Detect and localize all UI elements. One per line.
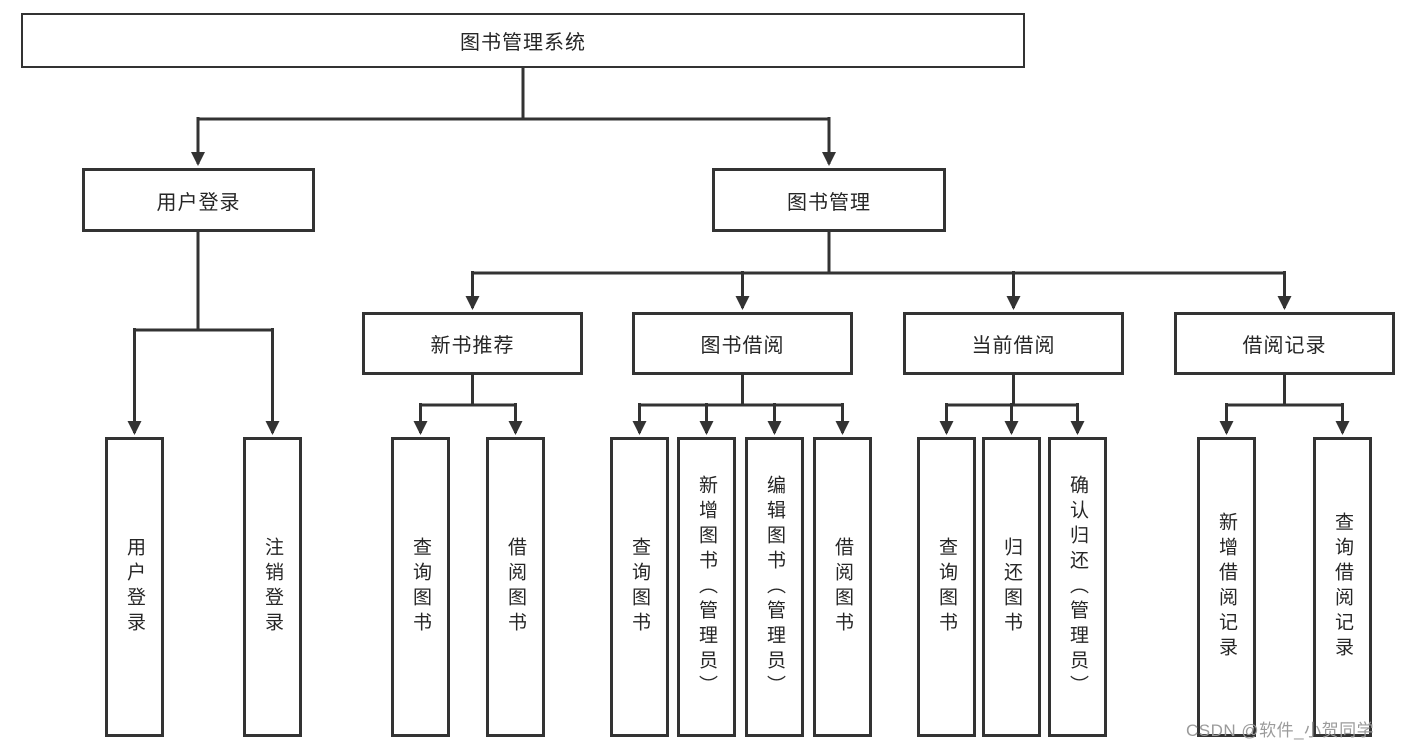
node-label: 查询借阅记录 [1332, 512, 1353, 662]
node-label: 图书管理系统 [460, 32, 586, 54]
node-current-borrow: 当前借阅 [903, 312, 1124, 375]
leaf-borrow-books-recommend: 借阅图书 [486, 437, 545, 737]
node-label: 查询图书 [629, 537, 650, 637]
leaf-query-books-recommend: 查询图书 [391, 437, 450, 737]
leaf-query-borrow-record: 查询借阅记录 [1313, 437, 1372, 737]
node-library-management-system: 图书管理系统 [21, 13, 1025, 68]
leaf-query-books-current: 查询图书 [917, 437, 976, 737]
node-label: 新书推荐 [430, 335, 515, 357]
node-user-login: 用户登录 [82, 168, 315, 232]
leaf-add-books-admin: 新增图书（管理员） [677, 437, 736, 737]
leaf-user-login: 用户登录 [105, 437, 164, 737]
watermark-csdn: CSDN @软件_小贺同学 [1186, 721, 1375, 740]
node-new-book-recommend: 新书推荐 [362, 312, 583, 375]
node-book-management: 图书管理 [712, 168, 946, 232]
node-label: 用户登录 [124, 537, 145, 637]
node-label: 编辑图书（管理员） [764, 474, 785, 700]
node-label: 用户登录 [156, 191, 241, 214]
leaf-borrow-books: 借阅图书 [813, 437, 872, 737]
node-label: 图书借阅 [700, 335, 785, 357]
node-label: 查询图书 [410, 537, 431, 637]
node-label: 借阅记录 [1242, 335, 1327, 357]
leaf-return-books: 归还图书 [982, 437, 1041, 737]
connector-segments [127, 68, 1350, 435]
node-borrow-records: 借阅记录 [1174, 312, 1395, 375]
node-label: 图书管理 [787, 191, 871, 214]
leaf-add-borrow-record: 新增借阅记录 [1197, 437, 1256, 737]
leaf-logout: 注销登录 [243, 437, 302, 737]
node-label: 查询图书 [936, 537, 957, 637]
leaf-confirm-return-admin: 确认归还（管理员） [1048, 437, 1107, 737]
node-label: 新增图书（管理员） [696, 474, 717, 700]
node-label: 借阅图书 [505, 537, 526, 637]
leaf-query-books-borrow: 查询图书 [610, 437, 669, 737]
node-label: 归还图书 [1001, 537, 1022, 637]
leaf-edit-books-admin: 编辑图书（管理员） [745, 437, 804, 737]
node-label: 注销登录 [262, 537, 283, 637]
node-label: 借阅图书 [832, 537, 853, 637]
node-label: 当前借阅 [971, 335, 1056, 357]
node-book-borrow: 图书借阅 [632, 312, 853, 375]
node-label: 确认归还（管理员） [1067, 474, 1088, 700]
node-label: 新增借阅记录 [1216, 512, 1237, 662]
